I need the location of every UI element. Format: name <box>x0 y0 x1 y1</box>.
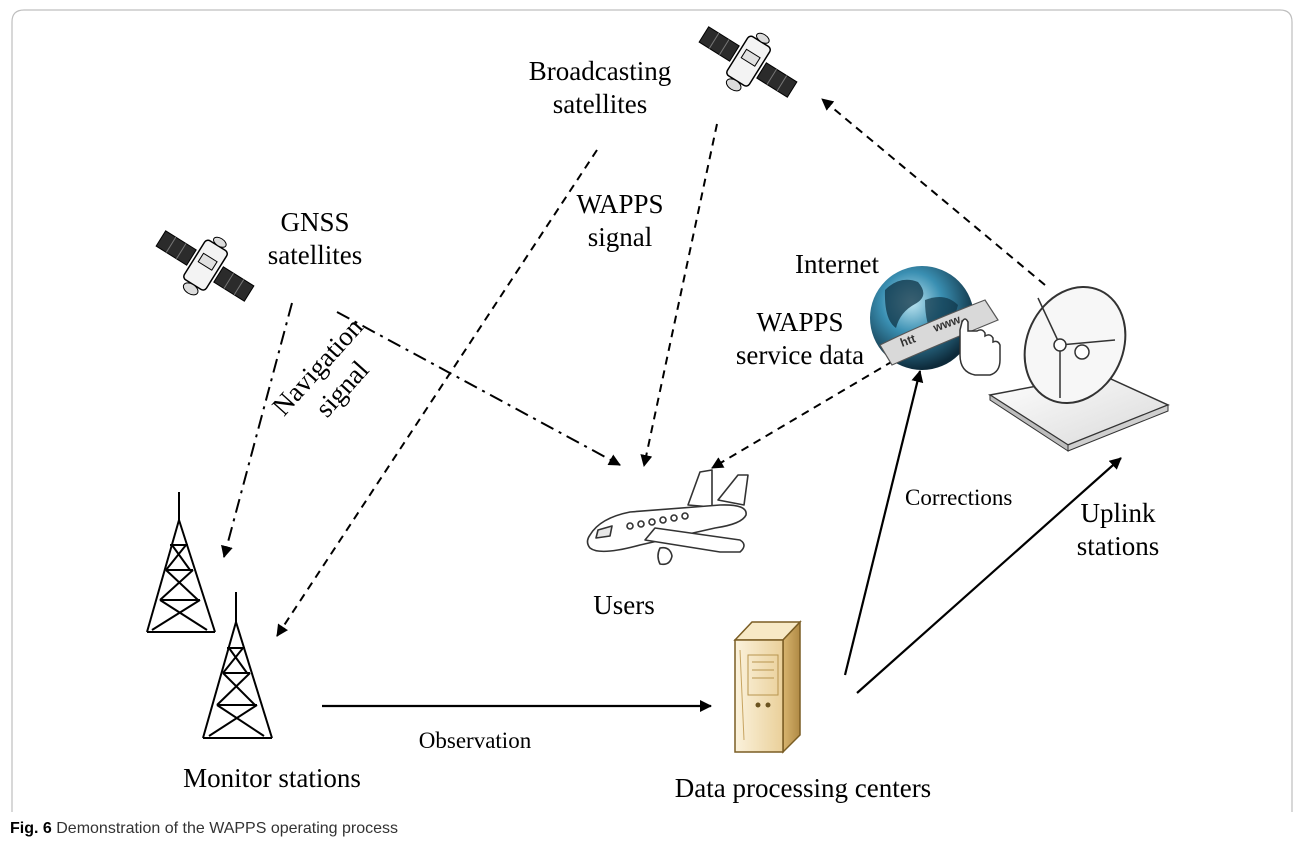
wapps-signal-label: WAPPS signal <box>576 189 664 252</box>
arrow-internet-to-users <box>711 360 894 469</box>
arrow-data-to-uplink <box>856 457 1122 694</box>
uplink-station-dish-icon <box>988 285 1170 452</box>
corrections-label: Corrections <box>905 485 1013 510</box>
figure-caption: Fig. 6 Demonstration of the WAPPS operat… <box>10 820 398 838</box>
gnss-satellites-label: GNSS satellites <box>267 207 363 270</box>
hand-pointer-icon <box>959 318 1001 376</box>
monitor-tower-icon-2 <box>202 592 273 739</box>
observation-label: Observation <box>418 728 532 753</box>
figure-caption-text: Demonstration of the WAPPS operating pro… <box>56 820 399 837</box>
monitor-stations-label: Monitor stations <box>183 763 361 793</box>
data-processing-centers-label: Data processing centers <box>674 773 932 803</box>
airplane-icon <box>586 469 749 566</box>
figure-frame <box>11 9 1293 812</box>
figure-number: Fig. 6 <box>10 820 52 837</box>
monitor-tower-icon-1 <box>146 492 216 633</box>
users-label: Users <box>593 590 655 620</box>
internet-globe-icon: htt www. <box>870 266 1001 376</box>
arrow-gnss-to-users <box>336 311 621 466</box>
gnss-satellite-icon <box>155 230 255 302</box>
globe-text-http: htt <box>898 331 917 349</box>
arrow-broadcast-to-users <box>640 123 718 467</box>
broadcasting-satellites-label: Broadcasting satellites <box>528 56 672 119</box>
arrow-data-to-internet <box>843 370 924 676</box>
internet-label: Internet <box>795 249 879 279</box>
broadcasting-satellite-icon <box>698 26 798 98</box>
uplink-stations-label: Uplink stations <box>1076 498 1160 561</box>
arrow-uplink-to-broadcast <box>821 98 1046 286</box>
data-center-server-icon <box>733 620 802 754</box>
wapps-service-data-label: WAPPS service data <box>735 307 865 370</box>
